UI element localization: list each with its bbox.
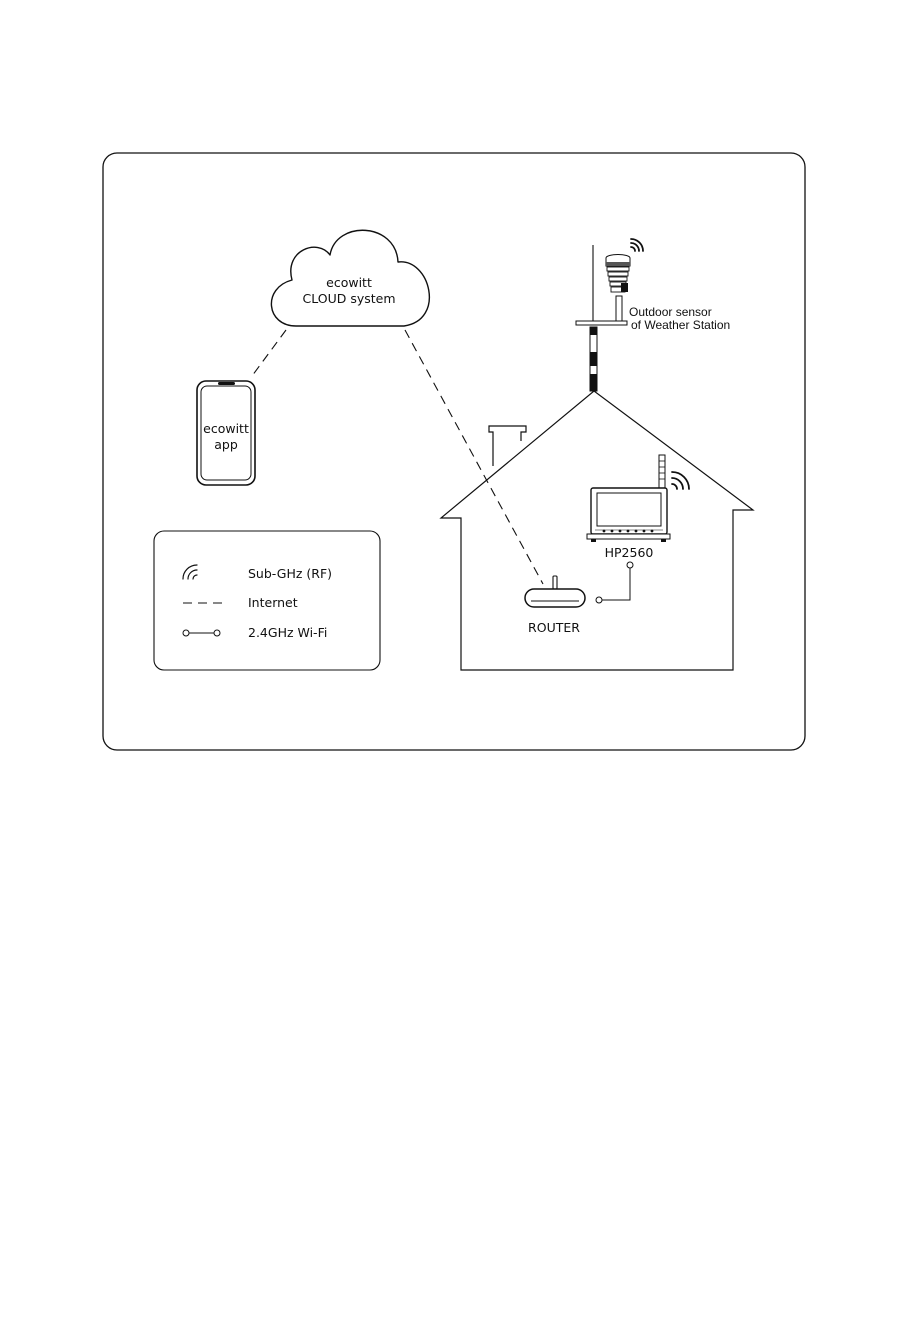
legend-rf-waves-icon [183, 565, 197, 579]
phone-label-line2: app [214, 437, 238, 452]
cloud-label-line1: ecowitt [326, 275, 372, 290]
outdoor-sensor-label-line2: of Weather Station [631, 318, 730, 332]
legend-label-wifi: 2.4GHz Wi-Fi [248, 625, 327, 640]
router-label: ROUTER [528, 620, 580, 635]
wifi-link-console-router [596, 562, 633, 603]
cloud-label-line2: CLOUD system [302, 291, 395, 306]
legend-wifi-link-icon [183, 630, 220, 636]
rf-waves-icon [631, 239, 643, 251]
legend-label-rf: Sub-GHz (RF) [248, 566, 332, 581]
legend-label-internet: Internet [248, 595, 298, 610]
weather-sensor-icon [606, 255, 630, 322]
phone-label-line1: ecowitt [203, 421, 249, 436]
outdoor-sensor-label-line1: Outdoor sensor [629, 305, 712, 319]
router-icon [525, 576, 585, 607]
internet-link-cloud-router [405, 330, 543, 584]
console-label: HP2560 [605, 545, 654, 560]
console-rf-waves-icon [672, 472, 689, 489]
console-display-icon [587, 455, 670, 542]
internet-link-cloud-phone [252, 330, 286, 376]
